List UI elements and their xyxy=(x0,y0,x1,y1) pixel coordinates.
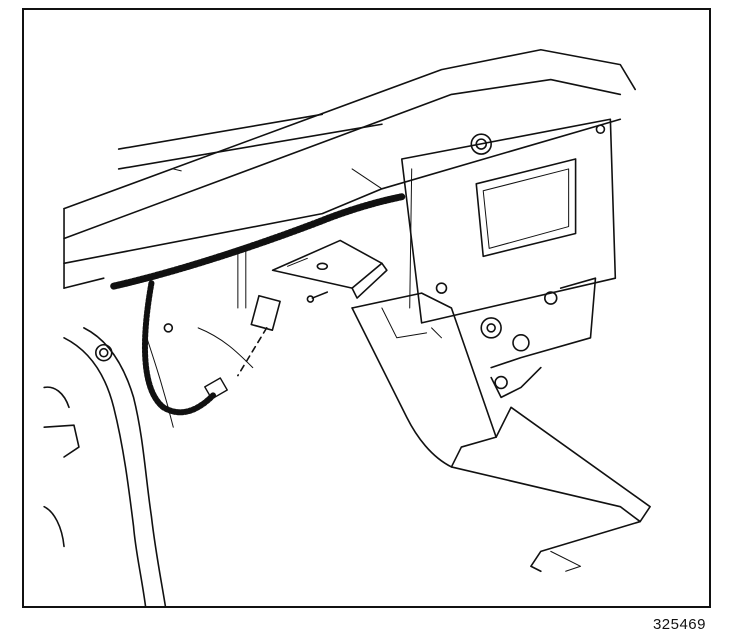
wiring-harness xyxy=(114,197,402,413)
figure-number: 325469 xyxy=(652,616,706,633)
control-module xyxy=(402,119,616,397)
instrument-panel xyxy=(64,50,635,288)
module-assembly xyxy=(238,240,387,375)
diagram-frame xyxy=(22,8,711,608)
floor-panel xyxy=(352,293,650,571)
technical-drawing xyxy=(24,10,709,606)
kick-panel xyxy=(44,324,253,606)
